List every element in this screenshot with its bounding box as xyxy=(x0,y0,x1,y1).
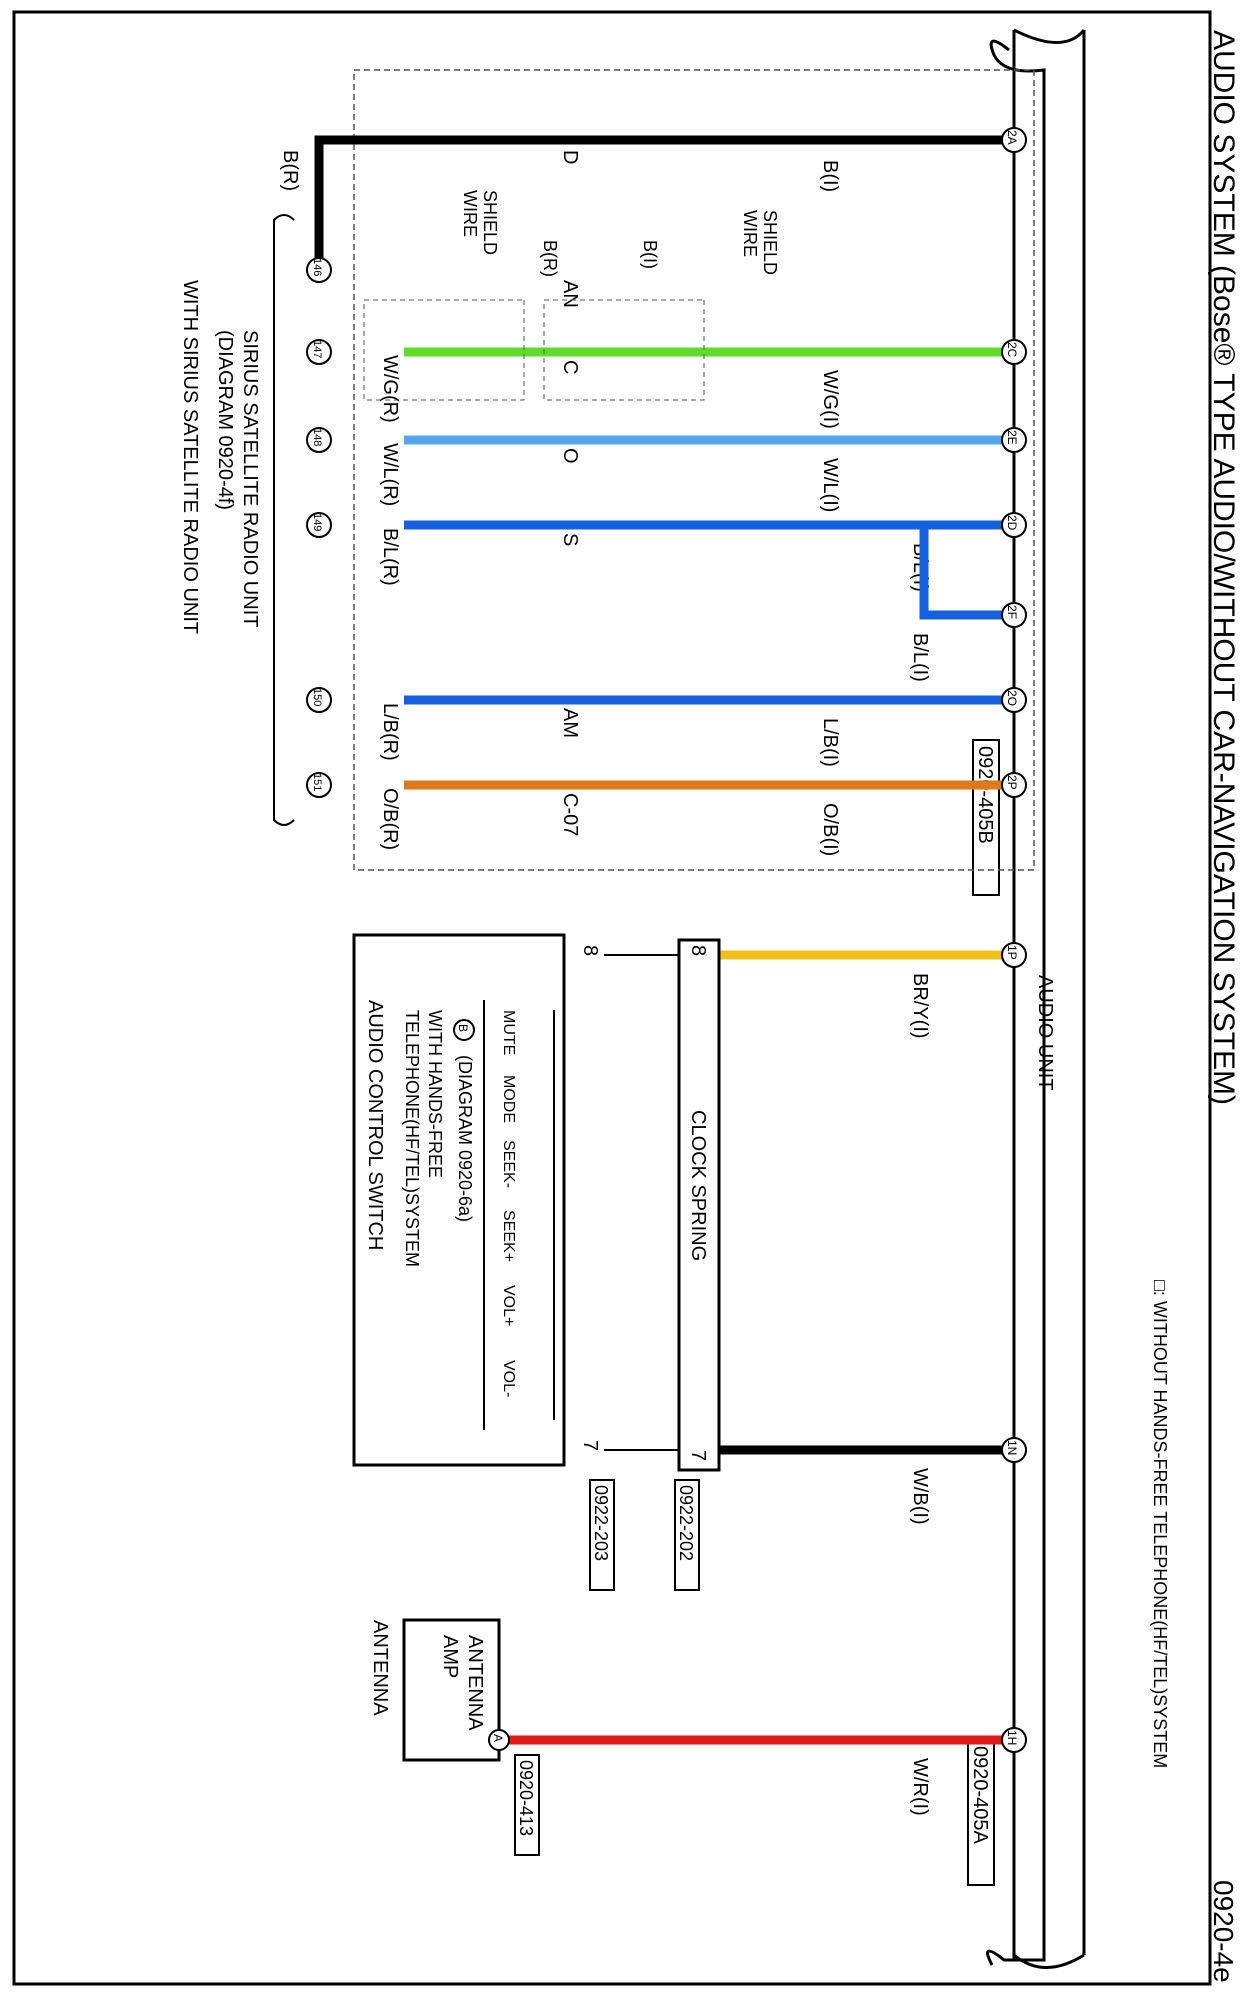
connector-0920-413: 0920-413 xyxy=(516,1760,536,1836)
wire-2P: O/B(I) xyxy=(404,780,1014,856)
shield-label: WIRE xyxy=(460,190,480,237)
sirius-wire-color: W/L(R) xyxy=(379,443,401,506)
shield-label: WIRE xyxy=(740,210,760,257)
pin-markers: 2A 2C 2E 2D 2F 2O 2P 1P 1N 1H xyxy=(1001,127,1027,1753)
ref-marker-circle xyxy=(453,1019,475,1041)
switch-pin-8: 8 xyxy=(579,945,601,956)
diagram-id: 0920-4e xyxy=(1208,1880,1239,1983)
switch-seek-plus: SEEK+ xyxy=(500,1210,517,1262)
antenna-label: ANTENNA xyxy=(369,1620,391,1716)
ref-marker: B xyxy=(456,1024,470,1032)
connector-0922-202: 0922-202 xyxy=(676,1485,696,1561)
wire-color-label: W/L(I) xyxy=(819,458,841,512)
shield-label: SHIELD xyxy=(480,190,500,255)
wire-color-label: B/L(I) xyxy=(909,633,931,682)
shield-b-r: B(R) xyxy=(540,240,560,277)
sirius-region xyxy=(353,69,1035,871)
clock-spring-label: CLOCK SPRING xyxy=(687,1110,709,1261)
connector-0920-405B: 0920-405B xyxy=(974,746,996,844)
sirius-wire-color: B(R) xyxy=(279,150,301,191)
wire-2O: L/B(I) xyxy=(404,695,1014,767)
wire-2F: B/L(I) xyxy=(909,525,1014,682)
sirius-pin: 146 xyxy=(311,258,323,276)
sirius-pin: 148 xyxy=(311,428,323,446)
control-switch-label: AUDIO CONTROL SWITCH xyxy=(364,1000,386,1250)
sirius-wire-color: W/G(R) xyxy=(379,355,401,423)
page-border xyxy=(12,10,1212,1986)
wire-color-label: W/G(I) xyxy=(819,370,841,429)
switch-vol-minus: VOL- xyxy=(500,1360,517,1397)
junction-letter: O xyxy=(559,448,581,464)
pin-label: 2D xyxy=(1005,515,1019,531)
ref-diagram: (DIAGRAM 0920-6a) xyxy=(455,1055,475,1222)
switch-mute: MUTE xyxy=(500,1010,517,1055)
wire-color-label: W/R(I) xyxy=(909,1758,931,1816)
wire-2E: W/L(I) xyxy=(404,435,1014,512)
wire-2C: W/G(I) xyxy=(404,347,1014,429)
footnote: □: WITHOUT HANDS-FREE TELEPHONE(HF/TEL)S… xyxy=(1150,1280,1170,1768)
pin-label: 1N xyxy=(1005,1440,1019,1455)
junction-letter: S xyxy=(559,533,581,546)
switch-seek-minus: SEEK- xyxy=(500,1140,517,1188)
sirius-pin: 147 xyxy=(311,340,323,358)
shield-wire: SHIELD WIRE SHIELD WIRE B(I) B(R) xyxy=(363,190,780,401)
audio-control-switch: MUTE MODE SEEK- SEEK+ VOL+ VOL- B (DIAGR… xyxy=(352,933,566,1467)
switch-vol-plus: VOL+ xyxy=(500,1285,517,1326)
shield-b-i: B(I) xyxy=(640,240,660,269)
clock-spring-pin-7: 7 xyxy=(687,1450,709,1461)
wire-1N: W/B(I) xyxy=(719,1445,1014,1525)
sirius-wires: B(R) W/G(R) W/L(R) B/L(R) L/B(R) O/B(R) … xyxy=(279,135,714,850)
page-title: AUDIO SYSTEM (Bose® TYPE AUDIO/WITHOUT C… xyxy=(1207,30,1240,1105)
antenna: A ANTENNA AMP ANTENNA 0920-413 xyxy=(369,1618,540,1856)
hf-label-1: WITH HANDS-FREE xyxy=(425,1010,445,1178)
antenna-amp-label-2: AMP xyxy=(439,1635,461,1678)
junction-letters: D AN C O S AM C-07 xyxy=(559,150,581,836)
wire-color-label: B(I) xyxy=(819,160,841,192)
antenna-marker: A xyxy=(491,1734,505,1742)
sirius-pin: 151 xyxy=(311,773,323,791)
connector-0922-203: 0922-203 xyxy=(591,1485,611,1561)
wire-2A: B(I) xyxy=(714,135,1014,192)
wire-color-label: L/B(I) xyxy=(819,718,841,767)
pin-label: 2A xyxy=(1005,130,1019,145)
pin-label: 2E xyxy=(1005,430,1019,445)
shield-label: SHIELD xyxy=(760,210,780,275)
wire-color-label: BR/Y(I) xyxy=(909,973,931,1039)
audio-unit: AUDIO UNIT xyxy=(986,28,1086,1969)
pin-label: 2O xyxy=(1005,690,1019,706)
pin-label: 1H xyxy=(1005,1730,1019,1745)
sirius-wire-color: B/L(R) xyxy=(379,528,401,586)
sirius-unit-label: SIRIUS SATELLITE RADIO UNIT xyxy=(239,330,261,627)
hf-label-2: TELEPHONE(HF/TEL)SYSTEM xyxy=(402,1010,422,1267)
junction-letter: C-07 xyxy=(559,793,581,836)
junction-letter: C xyxy=(559,360,581,374)
wire-1H: W/R(I) xyxy=(499,1735,1014,1816)
switch-pin-7: 7 xyxy=(579,1440,601,1451)
connector-0920-405A: 0920-405A xyxy=(969,1746,991,1845)
junction-letter: AM xyxy=(559,708,581,738)
sirius-wire-color: O/B(R) xyxy=(379,788,401,850)
wire-1P: BR/Y(I) xyxy=(719,950,1014,1039)
sirius-wire-color: L/B(R) xyxy=(379,703,401,761)
clock-spring: CLOCK SPRING 8 7 8 7 0922-202 0922-203 xyxy=(579,938,721,1591)
wire-color-label: W/B(I) xyxy=(909,1468,931,1525)
pin-label: 2P xyxy=(1005,775,1019,790)
pin-label: 1P xyxy=(1005,945,1019,960)
junction-letter: D xyxy=(559,150,581,164)
sirius-pin: 150 xyxy=(311,688,323,706)
sirius-region-label: WITH SIRIUS SATELLITE RADIO UNIT xyxy=(179,280,201,634)
sirius-diagram-ref: (DIAGRAM 0920-4f) xyxy=(214,330,236,510)
pin-label: 2F xyxy=(1005,605,1019,619)
pin-label: 2C xyxy=(1005,342,1019,358)
antenna-amp-label-1: ANTENNA xyxy=(464,1635,486,1731)
switch-mode: MODE xyxy=(500,1075,517,1123)
clock-spring-pin-8: 8 xyxy=(687,945,709,956)
audio-unit-label: AUDIO UNIT xyxy=(1034,975,1056,1091)
sirius-pin: 149 xyxy=(311,513,323,531)
junction-letter: AN xyxy=(559,280,581,308)
wire-color-label: O/B(I) xyxy=(819,803,841,856)
